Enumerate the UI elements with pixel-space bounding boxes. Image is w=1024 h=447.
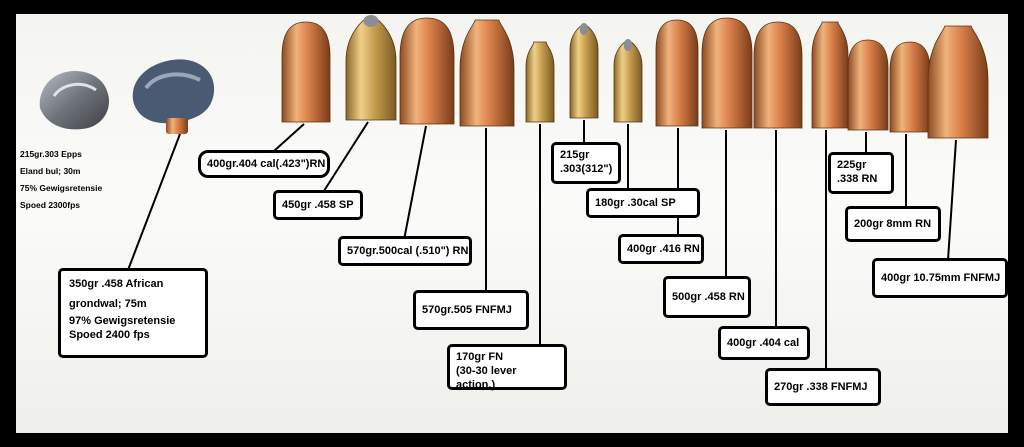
bullet-10-75mm: [927, 25, 989, 139]
label-30cal-sp: 180gr .30cal SP: [586, 188, 700, 218]
bullet-505-fnfmj: [459, 19, 515, 127]
epps-slug-note: 215gr.303 Epps Eland bul; 30m 75% Gewigs…: [20, 149, 103, 210]
label-404-423-rn: 400gr.404 cal(.423")RN: [198, 150, 330, 178]
label-303-215gr: 215gr .303(312"): [551, 142, 621, 184]
label-30-30-fn: 170gr FN (30-30 lever action.): [447, 344, 567, 391]
leader-line: [127, 133, 181, 271]
bullet-404-cal: [753, 21, 803, 129]
bullet-30cal-sp: [613, 39, 643, 123]
label-500-510-rn: 570gr.500cal (.510") RN: [338, 236, 472, 266]
label-8mm-rn: 200gr 8mm RN: [845, 206, 941, 242]
bullet-404-423-rn: [281, 21, 331, 123]
leader-line: [403, 125, 427, 241]
bullet-303-215gr-lead-tip: [579, 23, 589, 35]
bullet-416-rn: [655, 19, 699, 127]
bullet-458-sp-lead-tip: [363, 15, 379, 27]
label-505-fnfmj: 570gr.505 FNFMJ: [413, 290, 529, 330]
bullet-303-215gr: [569, 23, 599, 119]
bullet-30-30-fn: [525, 41, 555, 123]
label-458-sp: 450gr .458 SP: [273, 190, 363, 220]
bullet-458-rn: [701, 17, 753, 129]
label-338-rn: 225gr .338 RN: [828, 152, 894, 194]
label-404-cal: 400gr .404 cal: [718, 326, 810, 360]
expanded-slug-epps: [39, 70, 110, 130]
bullet-338-rn: [847, 39, 889, 131]
leader-line: [321, 121, 369, 195]
expanded-slug-african: [132, 59, 215, 134]
bullet-338-fnfmj: [811, 21, 849, 129]
bullet-30cal-sp-lead-tip: [623, 39, 633, 51]
label-458-rn: 500gr .458 RN: [663, 276, 751, 318]
bullet-500-510-rn: [399, 17, 455, 125]
leader-line: [947, 139, 957, 261]
bullet-8mm-rn: [889, 41, 931, 133]
label-416-rn: 400gr .416 RN: [618, 234, 704, 264]
african-slug-label: 350gr .458 African grondwal; 75m 97% Gew…: [58, 268, 208, 358]
label-338-fnfmj: 270gr .338 FNFMJ: [765, 368, 881, 406]
label-10-75mm-fnfmj: 400gr 10.75mm FNFMJ: [872, 258, 1008, 298]
bullet-458-sp: [345, 15, 397, 121]
